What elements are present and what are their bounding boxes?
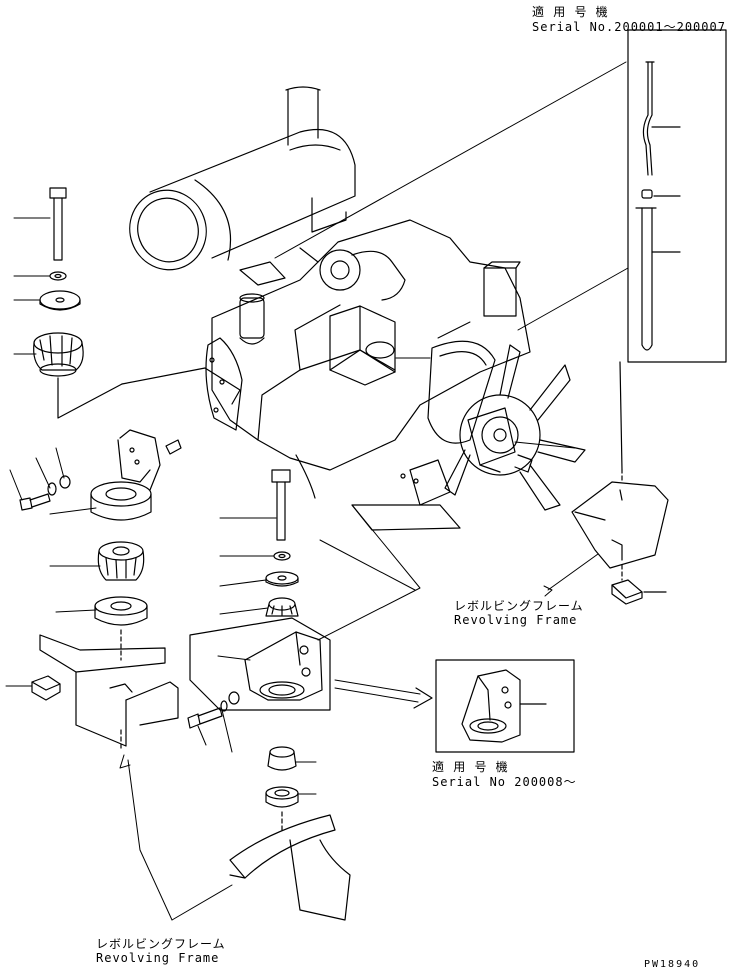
right-frame-label-en: Revolving Frame — [454, 613, 578, 627]
engine-assembly — [129, 86, 586, 531]
figure-code: PW18940 — [644, 959, 701, 970]
inset-serial-number: Serial No 200008～ — [432, 775, 577, 789]
right-frame-piece — [571, 361, 669, 605]
right-frame-label-jp: レボルビングフレーム — [454, 599, 584, 613]
top-serial-number: Serial No.200001～200007 — [532, 20, 726, 34]
bottom-frame-label-jp: レボルビングフレーム — [96, 937, 226, 951]
dipstick-inset — [627, 29, 727, 363]
top-serial-jp: 適 用 号 機 — [532, 5, 609, 19]
rear-mount-stack — [19, 187, 241, 751]
new-bracket-inset — [435, 659, 575, 753]
callout-leaders — [5, 217, 576, 795]
inset-serial-jp: 適 用 号 機 — [432, 760, 509, 774]
bottom-frame-label-en: Revolving Frame — [96, 951, 220, 965]
front-mount-stack — [187, 469, 351, 921]
